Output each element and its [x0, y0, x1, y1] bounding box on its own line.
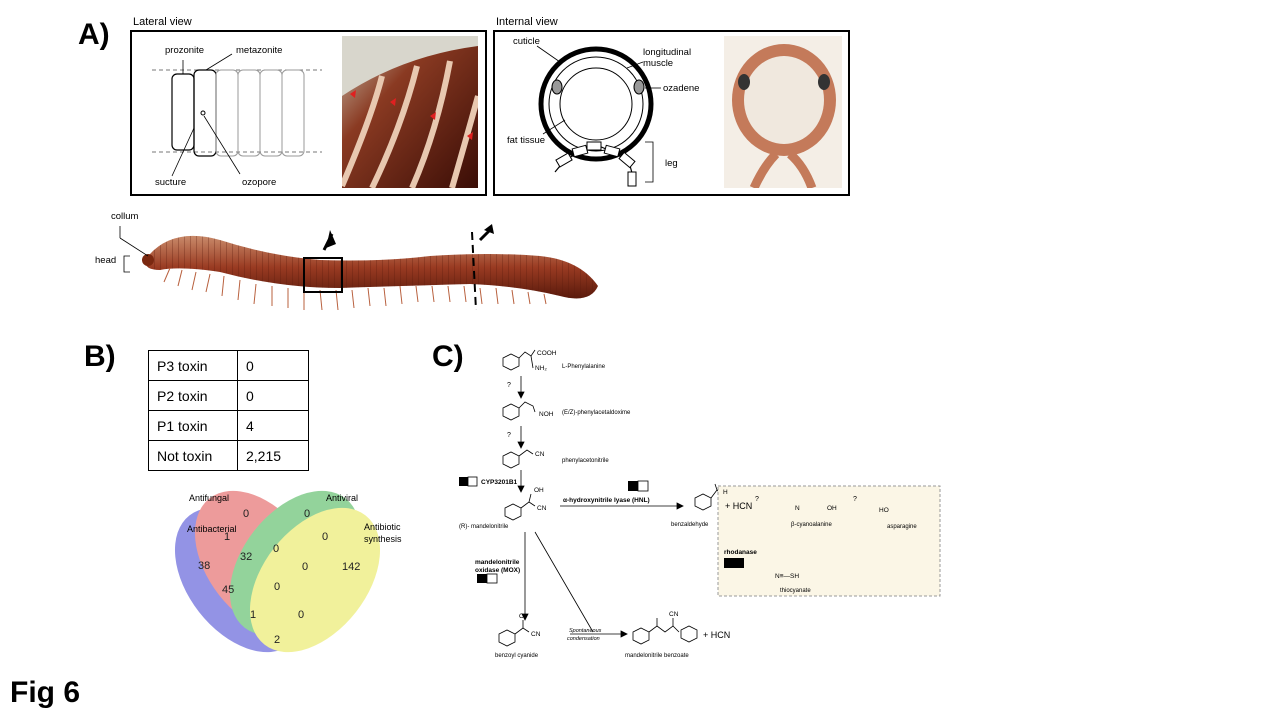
label-prozonite: prozonite [165, 45, 205, 56]
venn-label-antibiotic: Antibiotic [364, 522, 401, 532]
unknown-step-marker: ? [853, 496, 857, 503]
atom-noh: NOH [539, 411, 554, 418]
label-sucture: sucture [155, 177, 187, 188]
venn-count: 0 [243, 508, 249, 520]
lateral-photo [342, 36, 478, 188]
compound-mandelonitrile-benzoate: mandelonitrile benzoate [625, 653, 689, 659]
label-leg: leg [665, 158, 678, 169]
label-metazonite: metazonite [236, 45, 283, 56]
venn-count: 1 [250, 609, 256, 621]
venn-set-antibiotic [249, 507, 381, 653]
atom-cn: CN [531, 631, 541, 638]
venn-count: 2 [274, 634, 280, 646]
venn-count: 1 [224, 531, 230, 543]
venn-label-antiviral: Antiviral [326, 493, 358, 503]
compound-phe: L-Phenylalanine [562, 364, 606, 370]
unknown-step-marker: ? [507, 382, 511, 389]
atom-cn: CN [535, 451, 545, 458]
atom-cooh: COOH [537, 350, 557, 357]
venn-count: 0 [304, 508, 310, 520]
hcn-product: + HCN [725, 501, 752, 511]
venn-count: 0 [302, 561, 308, 573]
atom-sh: N≡—SH [775, 573, 799, 580]
venn-count: 38 [198, 560, 210, 572]
unknown-step-marker: ? [755, 496, 759, 503]
atom-nh2: NH₂ [535, 365, 547, 372]
venn-label-synthesis: synthesis [364, 534, 402, 544]
compound-nitrile: phenylacetonitrile [562, 458, 609, 464]
compound-cyanoalanine: β-cyanoalanine [791, 522, 832, 528]
compound-benzoyl-cyanide: benzoyl cyanide [495, 653, 539, 659]
atom-cn: CN [669, 611, 679, 618]
atom-ho: HO [879, 507, 889, 514]
venn-count: 32 [240, 551, 252, 563]
lateral-view-title: Lateral view [133, 16, 192, 28]
table-cell: 4 [237, 410, 309, 441]
table-cell: P2 toxin [148, 380, 238, 411]
venn-label-antibacterial: Antibacterial [187, 524, 237, 534]
enzyme-hnl: α-hydroxynitrile lyase (HNL) [563, 497, 650, 504]
venn-count: 0 [322, 531, 328, 543]
panel-letter-c: C) [432, 340, 464, 373]
table-cell: 0 [237, 350, 309, 381]
venn-count: 45 [222, 584, 234, 596]
internal-view-title: Internal view [496, 16, 558, 28]
venn-diagram: Antibacterial Antifungal Antiviral Antib… [174, 490, 402, 653]
compound-mandelonitrile: (R)- mandelonitrile [459, 524, 509, 530]
spontaneous-label-1: Spontaneous [569, 628, 602, 634]
table-cell: P1 toxin [148, 410, 238, 441]
spontaneous-label-2: condensation [567, 636, 600, 642]
compound-asparagine: asparagine [887, 524, 917, 530]
label-collum: collum [111, 211, 139, 222]
label-cuticle: cuticle [513, 36, 540, 47]
enzyme-rhodanase: rhodanase [724, 549, 757, 556]
label-ozadene: ozadene [663, 83, 700, 94]
table-cell: 2,215 [237, 440, 309, 471]
enzyme-mox-line2: oxidase (MOX) [475, 567, 520, 574]
venn-count: 0 [298, 609, 304, 621]
unknown-step-marker: ? [507, 432, 511, 439]
label-ozopore: ozopore [242, 177, 277, 188]
label-longitudinal: longitudinal [643, 47, 692, 58]
biosynthesis-pathway: COOH NH₂ NOH CN OH CN H N OH HO O CN CN … [459, 349, 941, 659]
panel-letter-b: B) [84, 340, 116, 373]
compound-benzaldehyde: benzaldehyde [671, 522, 709, 528]
panel-letter-a: A) [78, 18, 110, 51]
compound-thiocyanate: thiocyanate [780, 588, 811, 594]
label-fat-tissue: fat tissue [507, 135, 546, 146]
internal-cross-section-diagram [536, 45, 661, 187]
compound-oxime: (E/Z)-phenylacetaldoxime [562, 410, 631, 416]
enzyme-mox-line1: mandelonitrile [475, 559, 520, 566]
figure-label: Fig 6 [10, 676, 81, 709]
label-head: head [95, 255, 117, 266]
atom-o: O [519, 613, 524, 620]
atom-cn: CN [537, 505, 547, 512]
enzyme-cyp3201b1: CYP3201B1 [481, 479, 518, 486]
table-cell: Not toxin [148, 440, 238, 471]
atom-n: N [795, 505, 800, 512]
venn-count: 0 [273, 543, 279, 555]
table-cell: 0 [237, 380, 309, 411]
internal-photo [724, 36, 842, 188]
atom-oh: OH [534, 487, 544, 494]
table-cell: P3 toxin [148, 350, 238, 381]
venn-count: 0 [274, 581, 280, 593]
atom-h: H [723, 489, 728, 496]
millipede-body [119, 224, 599, 311]
venn-count: 142 [342, 561, 360, 573]
atom-oh: OH [827, 505, 837, 512]
label-muscle: muscle [643, 58, 674, 69]
venn-label-antifungal: Antifungal [189, 493, 229, 503]
hcn-product-2: + HCN [703, 630, 730, 640]
lateral-segments-diagram [152, 53, 322, 177]
